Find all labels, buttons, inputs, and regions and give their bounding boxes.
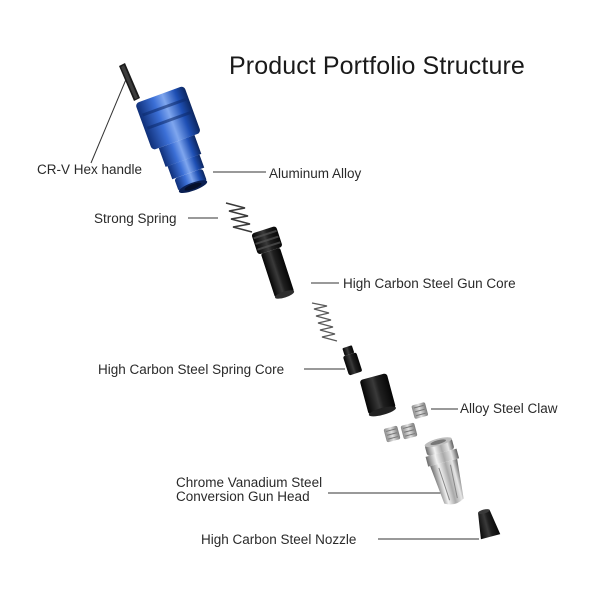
- label-aluminum-alloy: Aluminum Alloy: [269, 166, 362, 181]
- sleeve-part: [360, 373, 396, 417]
- spring-core-part: [342, 345, 362, 376]
- label-nozzle: High Carbon Steel Nozzle: [201, 532, 357, 547]
- claw-part: [383, 402, 428, 443]
- label-gun-head-line2: Conversion Gun Head: [176, 489, 310, 504]
- label-gun-head-line1: Chrome Vanadium Steel: [176, 475, 323, 490]
- label-hex-handle: CR-V Hex handle: [37, 162, 143, 177]
- gun-core-part: [251, 226, 295, 299]
- leader-lines: [90, 76, 479, 540]
- label-alloy-steel-claw: Alloy Steel Claw: [460, 401, 558, 416]
- nozzle-part: [478, 509, 501, 540]
- gun-head-part: [424, 437, 464, 505]
- label-strong-spring: Strong Spring: [94, 211, 177, 226]
- label-gun-core: High Carbon Steel Gun Core: [343, 276, 516, 291]
- diagram-title: Product Portfolio Structure: [229, 52, 525, 80]
- aluminum-body-part: [136, 86, 208, 194]
- label-spring-core: High Carbon Steel Spring Core: [98, 362, 285, 377]
- small-spring-part: [311, 302, 338, 342]
- leader-hex-handle: [90, 76, 128, 164]
- strong-spring-part: [225, 202, 253, 233]
- hex-handle-part: [119, 63, 140, 101]
